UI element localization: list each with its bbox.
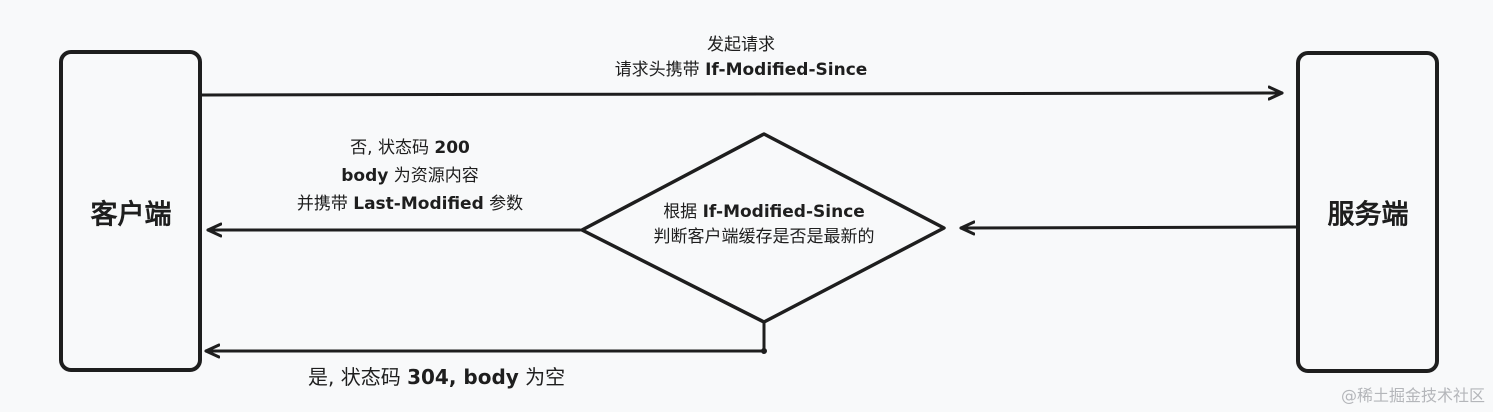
client-box	[59, 50, 202, 372]
request-label: 发起请求 请求头携带 If-Modified-Since	[615, 33, 868, 83]
no-branch-header-name: Last-Modified	[353, 194, 484, 214]
watermark: @稀土掘金技术社区	[1340, 386, 1485, 405]
no-branch-label: 否, 状态码 200 body 为资源内容 并携带 Last-Modified …	[297, 134, 523, 218]
decision-line-1-prefix: 根据	[663, 202, 703, 222]
no-branch-line-3-prefix: 并携带	[296, 194, 354, 214]
client-label: 客户端	[90, 199, 172, 231]
server-label: 服务端	[1327, 199, 1409, 231]
no-branch-line-1: 否, 状态码 200	[297, 134, 523, 162]
decision-line-2: 判断客户端缓存是否是最新的	[653, 227, 875, 247]
server-to-decision-arrow	[959, 227, 1298, 228]
no-branch-line-2: body 为资源内容	[297, 162, 523, 190]
no-branch-line-3-suffix: 参数	[483, 194, 524, 214]
no-branch-status-code: 200	[434, 138, 470, 158]
decision-label: 根据 If-Modified-Since 判断客户端缓存是否是最新的	[654, 200, 875, 250]
server-box	[1296, 51, 1439, 373]
yes-branch-arrow	[204, 320, 766, 351]
request-arrow	[200, 93, 1284, 95]
yes-branch-prefix: 是, 状态码	[308, 365, 408, 389]
no-branch-line-1-prefix: 否, 状态码	[350, 138, 435, 158]
request-line-1: 发起请求	[707, 35, 775, 55]
decision-header-name: If-Modified-Since	[702, 202, 865, 222]
request-line-2-prefix: 请求头携带	[614, 60, 706, 80]
no-branch-line-2-suffix: 为资源内容	[388, 166, 479, 186]
no-branch-body-word: body	[341, 166, 389, 186]
request-header-name: If-Modified-Since	[705, 60, 868, 80]
request-line-2: 请求头携带 If-Modified-Since	[615, 58, 868, 83]
no-branch-line-3: 并携带 Last-Modified 参数	[297, 190, 523, 218]
yes-branch-status-code: 304, body	[407, 365, 519, 389]
yes-branch-joint	[761, 348, 767, 354]
yes-branch-suffix: 为空	[518, 365, 566, 389]
yes-branch-label: 是, 状态码 304, body 为空	[308, 362, 565, 392]
decision-line-1: 根据 If-Modified-Since	[654, 200, 875, 225]
